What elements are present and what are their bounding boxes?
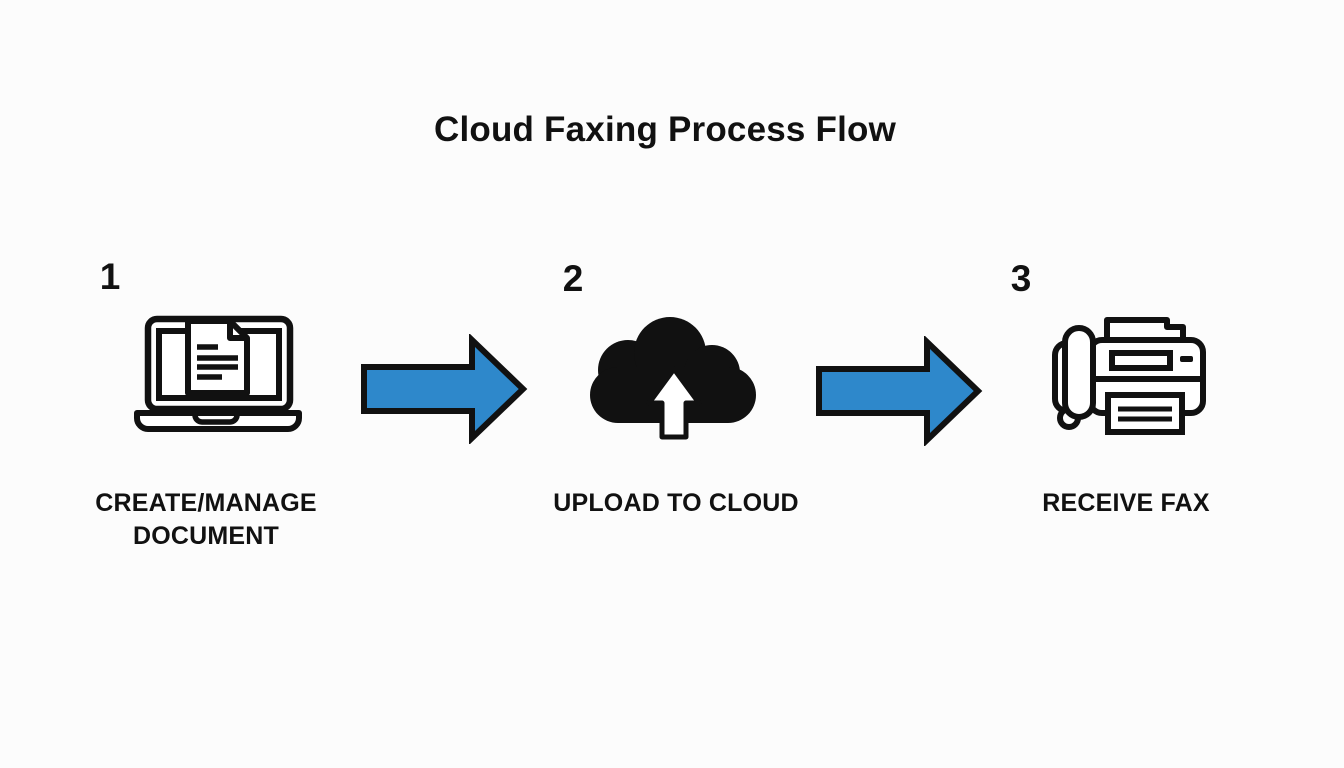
flow-arrow-2 [815,336,983,446]
laptop-document-icon [130,314,302,434]
fax-machine-icon [1048,315,1208,445]
step-1-number: 1 [99,256,121,297]
cloud-upload-icon [588,315,760,455]
step-3-label: RECEIVE FAX [1042,489,1210,517]
diagram-title: Cloud Faxing Process Flow [433,110,897,149]
arrow-shape [361,334,528,444]
arrow-shape [816,336,983,446]
flow-arrow-1 [360,334,528,444]
step-1-label: CREATE/MANAGE DOCUMENT [95,489,317,550]
step-2-label: UPLOAD TO CLOUD [553,489,799,517]
step-2-number: 2 [562,258,584,299]
step-3-number: 3 [1010,258,1032,299]
